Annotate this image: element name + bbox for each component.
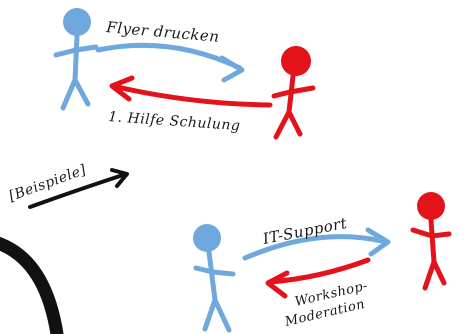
- red-arrow-2: [265, 257, 371, 299]
- label-beispiele: [Beispiele]: [7, 162, 89, 205]
- red-person-1: [271, 46, 316, 140]
- blue-arrow-1: [95, 42, 245, 83]
- blue-arrow-2: [242, 227, 391, 261]
- red-arrow-1: [109, 75, 273, 108]
- label-it-support: IT-Support: [260, 214, 349, 248]
- exchange-2: IT-Support Workshop- Moderation: [193, 192, 452, 333]
- big-black-curve: [0, 236, 64, 334]
- blue-person-2: [193, 224, 236, 333]
- label-erste-hilfe: 1. Hilfe Schulung: [108, 109, 241, 134]
- examples-arrow: [Beispiele]: [7, 162, 129, 209]
- exchange-1: Flyer drucken 1. Hilfe Schulung: [53, 8, 316, 140]
- red-person-2: [410, 192, 452, 291]
- label-flyer-drucken: Flyer drucken: [105, 18, 221, 46]
- blue-person-1: [53, 8, 99, 111]
